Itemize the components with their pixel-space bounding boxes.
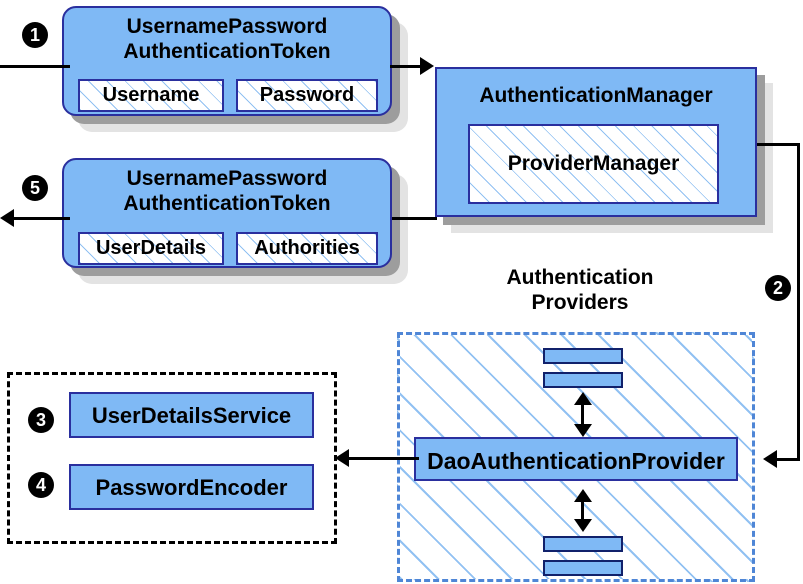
step-badge-2: 2 [765, 275, 791, 301]
response-token-userdetails-field[interactable]: UserDetails [78, 232, 224, 265]
response-token-authorities-field[interactable]: Authorities [236, 232, 378, 265]
response-out-arrowhead [0, 209, 14, 227]
authentication-manager-title: AuthenticationManager [479, 84, 713, 107]
dao-authentication-provider-box[interactable]: DaoAuthenticationProvider [414, 437, 738, 481]
request-token-title-line1: UsernamePassword [126, 15, 328, 38]
providers-caption: Authentication Providers [460, 265, 700, 315]
request-token-password-field[interactable]: Password [236, 79, 378, 112]
request-token-username-field[interactable]: Username [78, 79, 224, 112]
provider-to-dependencies-line [349, 457, 419, 460]
user-details-service-label: UserDetailsService [91, 403, 292, 428]
provider-chain-arrow-up-top [574, 392, 592, 405]
step-badge-5: 5 [22, 175, 48, 201]
manager-to-provider-line-top [757, 143, 800, 146]
other-provider-bar-top-2 [543, 372, 623, 388]
response-token-title-line2: AuthenticationToken [123, 192, 331, 215]
manager-to-response-line [392, 217, 437, 220]
response-out-line [14, 217, 70, 220]
incoming-request-line [0, 65, 70, 68]
other-provider-bar-bottom-1 [543, 536, 623, 552]
step-badge-3: 3 [28, 407, 54, 433]
manager-to-provider-line-bottom [777, 458, 800, 461]
provider-to-dependencies-arrowhead [335, 449, 349, 467]
step-badge-1: 1 [22, 22, 48, 48]
token-to-manager-arrowhead [420, 57, 434, 75]
provider-manager-label: ProviderManager [507, 152, 680, 175]
request-token-password-label: Password [259, 84, 355, 106]
response-token-title-line1: UsernamePassword [126, 167, 328, 190]
password-encoder-box[interactable]: PasswordEncoder [69, 464, 314, 510]
manager-to-provider-line-vertical [797, 143, 800, 460]
response-token-userdetails-label: UserDetails [95, 237, 207, 259]
other-provider-bar-bottom-2 [543, 560, 623, 576]
step-badge-4: 4 [28, 472, 54, 498]
provider-chain-arrow-up-bottom [574, 489, 592, 502]
providers-caption-line1: Authentication [506, 266, 654, 289]
response-token-authorities-label: Authorities [254, 237, 360, 259]
other-provider-bar-top-1 [543, 348, 623, 364]
request-token-username-label: Username [102, 84, 200, 106]
provider-chain-arrow-down-bottom [574, 519, 592, 532]
request-token-title-line2: AuthenticationToken [123, 40, 331, 63]
manager-to-provider-arrowhead [763, 450, 777, 468]
provider-chain-line-bottom [581, 495, 584, 523]
user-details-service-box[interactable]: UserDetailsService [69, 392, 314, 438]
providers-caption-line2: Providers [531, 291, 629, 314]
provider-chain-arrow-down-top [574, 424, 592, 437]
token-to-manager-line [390, 65, 422, 68]
password-encoder-label: PasswordEncoder [95, 475, 288, 500]
dao-authentication-provider-label: DaoAuthenticationProvider [427, 448, 725, 474]
provider-manager-box[interactable]: ProviderManager [468, 124, 719, 204]
provider-chain-line-top [581, 398, 584, 428]
